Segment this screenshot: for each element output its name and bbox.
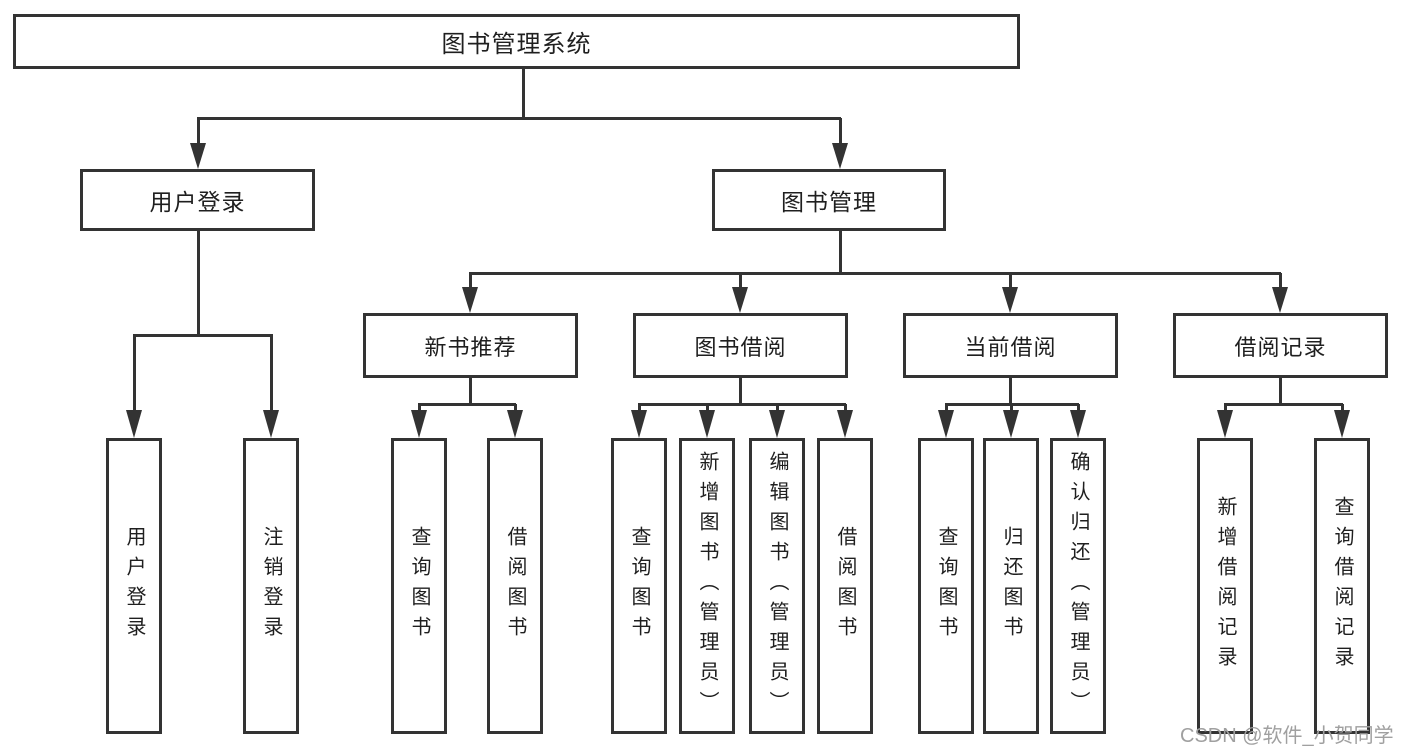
connector-drop (638, 404, 641, 412)
leaf-records-add-record-label: 新增借阅记录 (1214, 496, 1236, 676)
node-new-book-recommend-label: 新书推荐 (424, 334, 517, 360)
connector-drop (469, 273, 472, 288)
leaf-borrowing-borrow-books: 借阅图书 (817, 438, 873, 734)
connector-drop (270, 335, 273, 411)
connector-bookmgmt-stem (839, 231, 842, 274)
arrow-down-icon (190, 143, 206, 169)
connector-drop (839, 118, 842, 144)
connector-drop (1077, 404, 1080, 412)
node-current-borrowing-label: 当前借阅 (964, 334, 1057, 360)
arrow-down-icon (832, 143, 848, 169)
arrow-down-icon (769, 410, 785, 438)
node-new-book-recommend: 新书推荐 (363, 313, 578, 378)
leaf-current-confirm-return: 确认归还（管理员） (1050, 438, 1106, 734)
arrow-down-icon (837, 410, 853, 438)
arrow-down-icon (1334, 410, 1350, 438)
arrow-down-icon (263, 410, 279, 438)
leaf-current-return-books-label: 归还图书 (1000, 526, 1022, 646)
leaf-current-return-books: 归还图书 (983, 438, 1039, 734)
connector-leaf-branch (1224, 403, 1343, 406)
leaf-borrowing-borrow-books-label: 借阅图书 (834, 526, 856, 646)
csdn-watermark: CSDN @软件_小贺同学 (1180, 725, 1394, 747)
connector-leaf-branch (418, 403, 516, 406)
connector-drop (514, 404, 517, 412)
arrow-down-icon (462, 287, 478, 313)
leaf-borrowing-edit-books: 编辑图书（管理员） (749, 438, 805, 734)
node-book-borrowing-label: 图书借阅 (694, 334, 787, 360)
connector-drop (418, 404, 421, 412)
node-root-label: 图书管理系统 (441, 31, 592, 58)
node-user-login-label: 用户登录 (149, 189, 246, 215)
leaf-records-query-record: 查询借阅记录 (1314, 438, 1370, 734)
leaf-borrowing-add-books: 新增图书（管理员） (679, 438, 735, 734)
arrow-down-icon (1003, 410, 1019, 438)
connector-stem (469, 378, 472, 404)
connector-level3-branch (469, 272, 1281, 275)
leaf-current-query-books-label: 查询图书 (935, 526, 957, 646)
connector-drop (1009, 273, 1012, 288)
leaf-user-login: 用户登录 (106, 438, 162, 734)
leaf-borrowing-query-books-label: 查询图书 (628, 526, 650, 646)
connector-userlogin-stem (197, 231, 200, 335)
node-book-management: 图书管理 (712, 169, 946, 231)
node-borrowing-records: 借阅记录 (1173, 313, 1388, 378)
leaf-user-login-label: 用户登录 (123, 526, 145, 646)
node-book-borrowing: 图书借阅 (633, 313, 848, 378)
arrow-down-icon (1002, 287, 1018, 313)
arrow-down-icon (507, 410, 523, 438)
leaf-borrowing-edit-books-label: 编辑图书（管理员） (766, 451, 788, 721)
connector-drop (844, 404, 847, 412)
connector-drop (706, 404, 709, 412)
leaf-recommend-borrow-books-label: 借阅图书 (504, 526, 526, 646)
arrow-down-icon (732, 287, 748, 313)
connector-stem (739, 378, 742, 404)
leaf-borrowing-add-books-label: 新增图书（管理员） (696, 451, 718, 721)
node-book-management-label: 图书管理 (781, 189, 877, 215)
leaf-records-query-record-label: 查询借阅记录 (1331, 496, 1353, 676)
connector-drop (1224, 404, 1227, 412)
connector-drop (1010, 404, 1013, 412)
node-root: 图书管理系统 (13, 14, 1020, 69)
leaf-current-query-books: 查询图书 (918, 438, 974, 734)
connector-drop (133, 335, 136, 411)
connector-drop (1341, 404, 1344, 412)
connector-stem (1279, 378, 1282, 404)
leaf-recommend-query-books: 查询图书 (391, 438, 447, 734)
arrow-down-icon (126, 410, 142, 438)
connector-stem (1009, 378, 1012, 404)
leaf-logout-label: 注销登录 (260, 526, 282, 646)
connector-drop (945, 404, 948, 412)
connector-level1-branch (197, 117, 841, 120)
connector-userlogin-branch (133, 334, 273, 337)
leaf-logout: 注销登录 (243, 438, 299, 734)
connector-drop (197, 118, 200, 144)
leaf-records-add-record: 新增借阅记录 (1197, 438, 1253, 734)
leaf-current-confirm-return-label: 确认归还（管理员） (1067, 451, 1089, 721)
leaf-recommend-query-books-label: 查询图书 (408, 526, 430, 646)
node-current-borrowing: 当前借阅 (903, 313, 1118, 378)
connector-drop (739, 273, 742, 288)
arrow-down-icon (699, 410, 715, 438)
leaf-borrowing-query-books: 查询图书 (611, 438, 667, 734)
arrow-down-icon (1217, 410, 1233, 438)
leaf-recommend-borrow-books: 借阅图书 (487, 438, 543, 734)
node-borrowing-records-label: 借阅记录 (1234, 334, 1327, 360)
connector-drop (776, 404, 779, 412)
arrow-down-icon (631, 410, 647, 438)
arrow-down-icon (1272, 287, 1288, 313)
connector-root-stem (522, 69, 525, 118)
node-user-login: 用户登录 (80, 169, 315, 231)
connector-drop (1279, 273, 1282, 288)
connector-leaf-branch (638, 403, 846, 406)
arrow-down-icon (1070, 410, 1086, 438)
arrow-down-icon (938, 410, 954, 438)
arrow-down-icon (411, 410, 427, 438)
